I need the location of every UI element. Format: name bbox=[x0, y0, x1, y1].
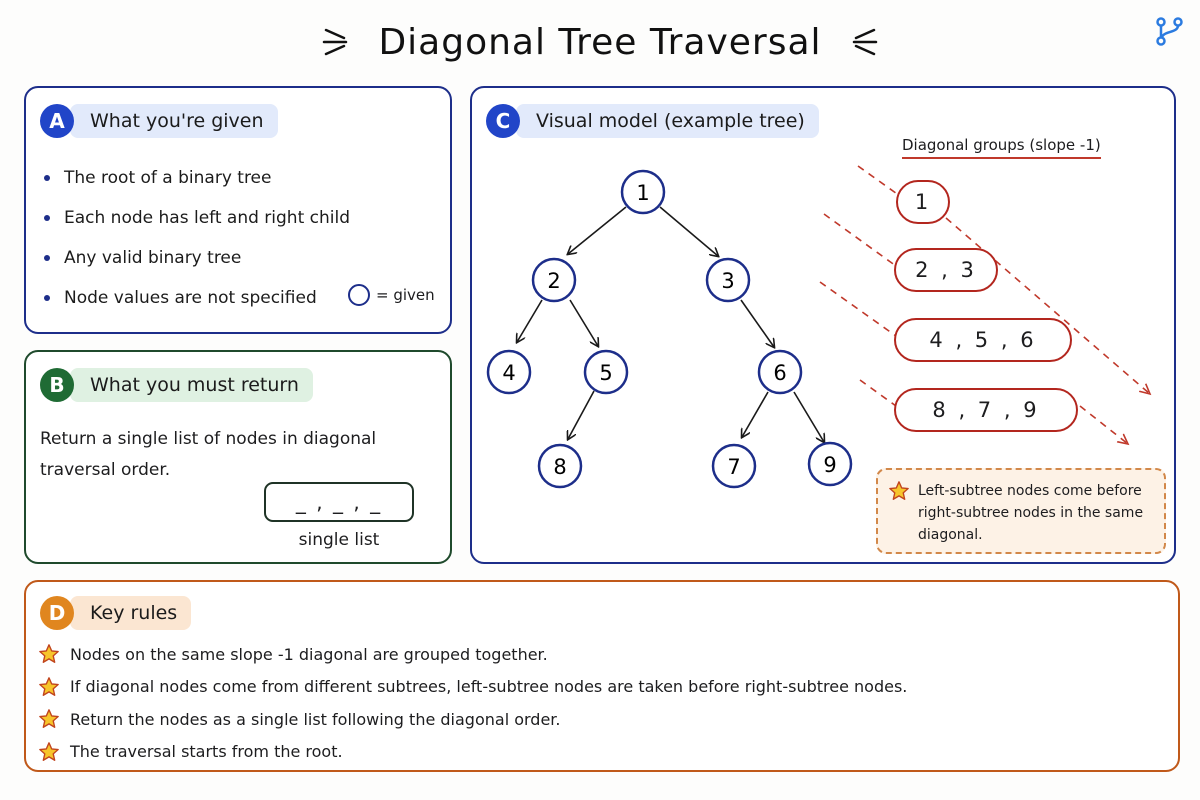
visual-model-panel: C Visual model (example tree) 1 bbox=[470, 86, 1176, 564]
svg-text:8: 8 bbox=[553, 455, 566, 479]
key-rules-panel: D Key rules Nodes on the same slope -1 d… bbox=[24, 580, 1180, 772]
rule-text: If diagonal nodes come from different su… bbox=[70, 677, 908, 697]
tree-edge bbox=[568, 390, 595, 439]
page-title: Diagonal Tree Traversal bbox=[378, 21, 822, 63]
tree-edge bbox=[740, 299, 774, 347]
subtree-note-text: Left-subtree nodes come before right-sub… bbox=[918, 483, 1144, 543]
diagonal-arrow bbox=[1079, 405, 1128, 444]
svg-text:7: 7 bbox=[727, 455, 740, 479]
star-icon bbox=[39, 676, 59, 696]
return-panel: B What you must return Return a single l… bbox=[24, 350, 452, 564]
tree-node: 8 bbox=[537, 443, 583, 489]
svg-text:2: 2 bbox=[547, 269, 560, 293]
tree-edge bbox=[742, 391, 769, 437]
rule-item: Nodes on the same slope -1 diagonal are … bbox=[38, 638, 907, 671]
left-burst-icon bbox=[323, 28, 348, 56]
rule-text: Nodes on the same slope -1 diagonal are … bbox=[70, 644, 548, 664]
diagonal-group: 4 , 5 , 6 bbox=[894, 318, 1072, 362]
tree-edge bbox=[517, 299, 543, 342]
tree-node: 9 bbox=[807, 441, 853, 487]
rule-text: Return the nodes as a single list follow… bbox=[70, 709, 561, 729]
diagonal-line bbox=[859, 379, 897, 407]
diagonal-group: 2 , 3 bbox=[894, 248, 998, 292]
tree-node: 3 bbox=[705, 257, 751, 303]
diagonal-group: 1 bbox=[896, 180, 950, 224]
diagonal-arrow bbox=[945, 217, 1150, 394]
given-legend-label: = given bbox=[376, 286, 435, 304]
visual-model-header: C Visual model (example tree) bbox=[486, 104, 819, 138]
rule-item: The traversal starts from the root. bbox=[38, 736, 907, 769]
rules-list: Nodes on the same slope -1 diagonal are … bbox=[38, 638, 907, 768]
list-item: Node values are not specified bbox=[44, 278, 350, 318]
tree-edge bbox=[659, 206, 718, 256]
node-circle-icon bbox=[348, 284, 370, 306]
star-icon bbox=[39, 741, 59, 761]
svg-text:6: 6 bbox=[773, 361, 786, 385]
given-panel: A What you're given The root of a binary… bbox=[24, 86, 452, 334]
tree-edge bbox=[568, 206, 627, 254]
diagonal-line bbox=[857, 165, 901, 197]
svg-text:3: 3 bbox=[721, 269, 734, 293]
tree-edge bbox=[793, 391, 824, 442]
tree-node: 4 bbox=[486, 349, 532, 395]
key-rules-header: D Key rules bbox=[40, 596, 192, 630]
given-legend: = given bbox=[348, 284, 435, 306]
single-list-caption: single list bbox=[298, 530, 380, 550]
diagonal-group: 8 , 7 , 9 bbox=[894, 388, 1078, 432]
star-icon bbox=[39, 709, 59, 729]
rule-item: If diagonal nodes come from different su… bbox=[38, 671, 907, 704]
given-list: The root of a binary tree Each node has … bbox=[44, 158, 350, 318]
rule-text: The traversal starts from the root. bbox=[70, 742, 343, 762]
svg-text:5: 5 bbox=[599, 361, 612, 385]
return-description: Return a single list of nodes in diagona… bbox=[40, 429, 377, 480]
diagonal-groups-title: Diagonal groups (slope -1) bbox=[902, 136, 1101, 159]
tree-node: 5 bbox=[583, 349, 629, 395]
svg-text:1: 1 bbox=[636, 181, 649, 205]
star-icon bbox=[889, 481, 909, 500]
diagonal-line bbox=[819, 281, 897, 337]
key-rules-title: Key rules bbox=[70, 596, 192, 630]
given-header: A What you're given bbox=[40, 104, 278, 138]
section-badge-d: D bbox=[40, 596, 74, 630]
diagonal-line bbox=[823, 213, 897, 267]
given-title: What you're given bbox=[70, 104, 278, 138]
tree-node: 7 bbox=[711, 443, 757, 489]
tree-edge bbox=[569, 299, 598, 346]
tree-node: 2 bbox=[531, 257, 577, 303]
return-title: What you must return bbox=[70, 368, 313, 402]
list-item: Any valid binary tree bbox=[44, 238, 350, 278]
visual-model-title: Visual model (example tree) bbox=[516, 104, 819, 138]
rule-item: Return the nodes as a single list follow… bbox=[38, 703, 907, 736]
git-branch-icon bbox=[1156, 17, 1183, 46]
section-badge-b: B bbox=[40, 368, 74, 402]
section-badge-a: A bbox=[40, 104, 74, 138]
list-item: The root of a binary tree bbox=[44, 158, 350, 198]
tree-node: 6 bbox=[757, 349, 803, 395]
section-badge-c: C bbox=[486, 104, 520, 138]
star-icon bbox=[39, 644, 59, 664]
single-list-box: _ , _ , _ bbox=[264, 482, 414, 522]
tree-node: 1 bbox=[620, 169, 666, 215]
svg-text:4: 4 bbox=[502, 361, 515, 385]
title-bar: Diagonal Tree Traversal bbox=[0, 14, 1200, 70]
right-burst-icon bbox=[852, 28, 877, 56]
svg-text:9: 9 bbox=[823, 453, 836, 477]
example-tree: 1 2 3 4 5 6 8 7 bbox=[486, 165, 1172, 489]
return-header: B What you must return bbox=[40, 368, 313, 402]
subtree-note: Left-subtree nodes come before right-sub… bbox=[876, 468, 1166, 554]
list-item: Each node has left and right child bbox=[44, 198, 350, 238]
